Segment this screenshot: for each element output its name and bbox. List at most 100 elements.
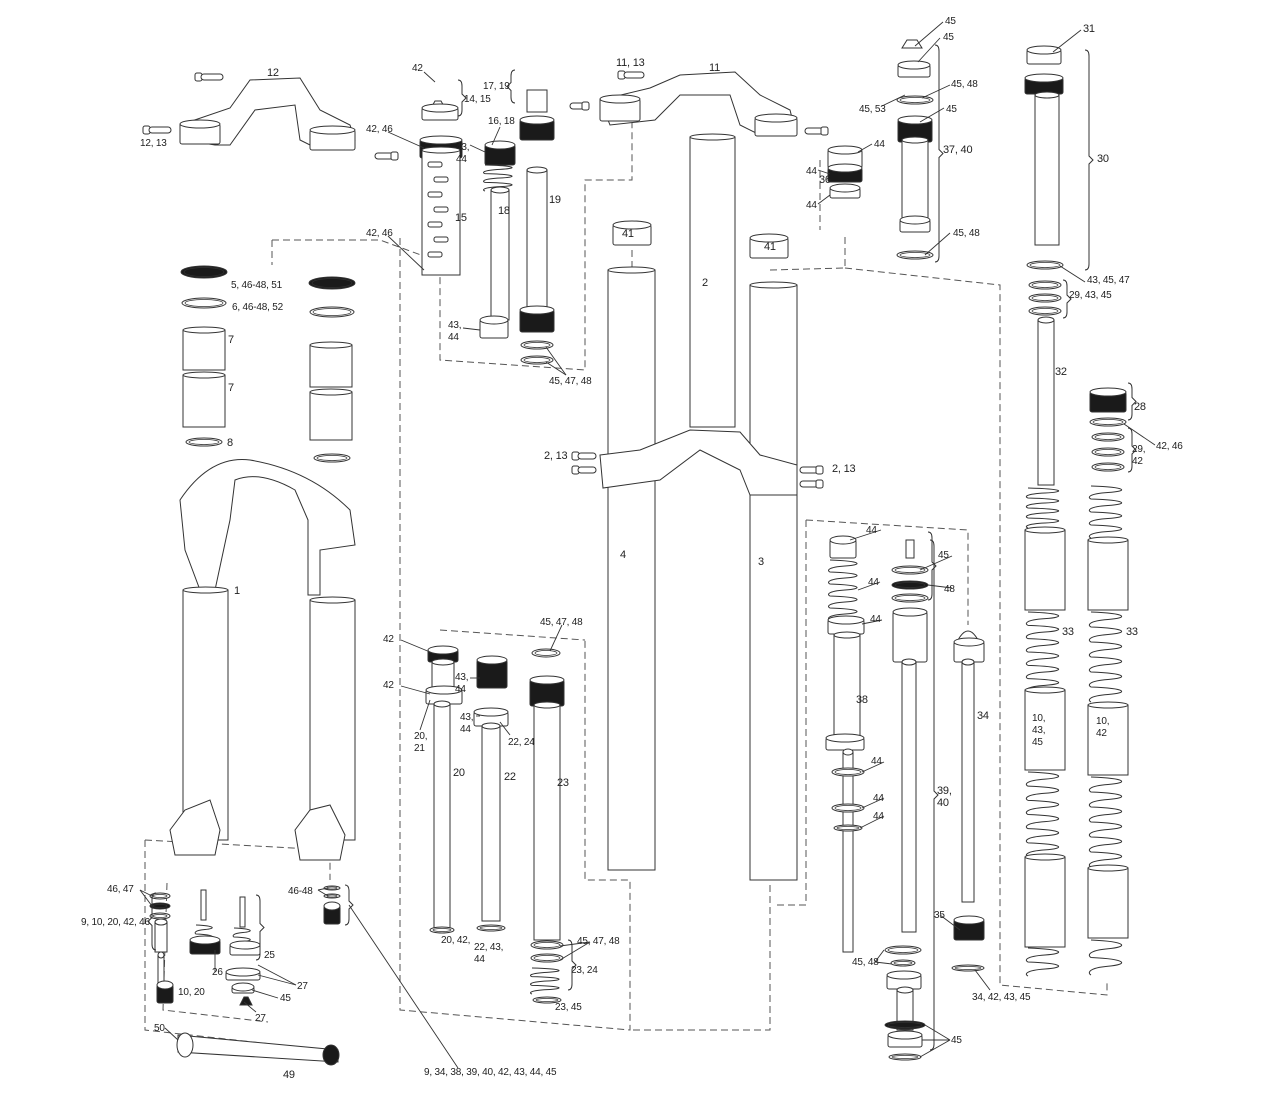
knob-26-top — [189, 935, 221, 945]
label-30: 30 — [1097, 153, 1109, 165]
piston-slot — [433, 236, 449, 243]
leader-line — [919, 555, 953, 571]
dropout-right — [294, 804, 346, 861]
label-service-kit: 9, 34, 38, 39, 40, 42, 43, 44, 45 — [424, 1067, 557, 1078]
seal-6-left — [181, 297, 227, 309]
spring-33a-mid — [1025, 771, 1059, 858]
label-bolts-2-13-left: 2, 13 — [544, 450, 568, 462]
brace-29 — [1062, 279, 1072, 319]
spring-33b — [1088, 611, 1122, 703]
leader-line — [251, 989, 279, 999]
ring-45-48b-inner — [899, 252, 931, 258]
ring-23b-inner — [533, 955, 561, 961]
label-damper-20-21: 20, 21 — [414, 731, 428, 754]
steerer-2-top — [689, 133, 736, 141]
label-10-43-45: 10, 43, 45 — [1032, 713, 1046, 748]
bolt-2-13-b — [571, 465, 597, 475]
rod-32 — [1037, 319, 1055, 486]
ring-45-r2-inner — [894, 582, 926, 588]
spring-33b-bottom — [1088, 939, 1122, 976]
label-bottom-46-47: 46, 47 — [107, 884, 134, 895]
label-right-44f: 44 — [873, 811, 884, 822]
label-31: 31 — [1083, 23, 1095, 35]
rebound-44-collar-top — [827, 615, 865, 625]
label-damper-43-44a: 43, 44 — [455, 672, 469, 695]
cartridge-39-top — [892, 607, 928, 617]
rebound-spring-44 — [828, 559, 858, 621]
leader-line — [874, 949, 885, 963]
brace-25 — [255, 894, 265, 961]
leader-line — [924, 232, 951, 256]
ring-46a-inner — [152, 894, 168, 898]
label-19: 19 — [549, 194, 561, 206]
label-43-45-47: 43, 45, 47 — [1087, 275, 1130, 286]
piston-slot — [433, 206, 449, 213]
label-36-44c: 44 — [806, 200, 817, 211]
leader-line — [317, 889, 329, 897]
cap-17-top — [519, 115, 555, 125]
guide-bottom-right — [630, 885, 771, 1031]
cap-28-top — [1089, 387, 1127, 397]
label-stanchion-4: 4 — [620, 549, 626, 561]
spacer-10f-top — [1087, 864, 1129, 872]
seal-6-right-inner — [312, 308, 352, 316]
spring-33a — [1025, 611, 1059, 693]
shaft-18-top — [490, 186, 510, 194]
cartridge-37 — [901, 139, 929, 221]
label-damper-22-43-44: 22, 43, 44 — [474, 942, 504, 965]
piston-slot — [427, 221, 443, 228]
leader-line — [817, 169, 831, 175]
guide-41b — [769, 235, 846, 271]
leader-lines — [139, 21, 1156, 1069]
leader-line — [243, 1001, 257, 1013]
bolt-2-13-d — [799, 479, 824, 489]
brace-45-48 — [927, 531, 937, 601]
damper-20-shaft — [433, 703, 451, 930]
ring-44e-inner — [834, 805, 862, 811]
spacer-10c-top — [1024, 853, 1066, 861]
leader-line — [914, 21, 944, 47]
label-spacer-41b: 41 — [764, 241, 776, 253]
leader-line — [139, 889, 153, 907]
ring-45-r3-inner — [894, 595, 926, 601]
bolt-head — [581, 101, 590, 111]
label-43-44-a: 43, 44 — [456, 142, 470, 165]
leader-line — [423, 71, 436, 83]
ring-45b-inner — [523, 357, 551, 363]
label-top-37-40: 37, 40 — [943, 144, 973, 156]
label-10-42: 10, 42 — [1096, 716, 1110, 739]
bolt-head — [820, 126, 829, 136]
collar-25-top — [229, 940, 261, 950]
clip-34 — [951, 964, 985, 972]
label-42-46-mid: 42, 46 — [366, 228, 393, 239]
rod-32-top — [1037, 316, 1055, 324]
clip-22-43 — [476, 924, 506, 932]
leader-line — [919, 107, 945, 123]
leader-line — [857, 581, 881, 591]
label-top-45-48b: 45, 48 — [953, 228, 980, 239]
knob-36-base-top — [829, 183, 861, 193]
bolt-2-13-a — [571, 451, 597, 461]
leader-line — [348, 904, 459, 1069]
label-top-45b: 45 — [943, 32, 954, 43]
shaft-30 — [1034, 94, 1060, 246]
label-bottom-46-48: 46-48 — [288, 886, 313, 897]
piston-slot — [427, 191, 443, 198]
bushing-7a-right — [309, 344, 353, 388]
leader-line — [921, 84, 951, 99]
bushing-7a-left — [182, 329, 226, 371]
ring-23a-inner — [533, 942, 561, 948]
label-33a: 33 — [1062, 626, 1074, 638]
dropout-left — [169, 799, 221, 856]
label-crown-lower: 12 — [267, 67, 279, 79]
ring-45-48-small — [890, 959, 916, 967]
leader-line — [861, 797, 885, 809]
label-14-15: 14, 15 — [464, 94, 491, 105]
label-ring-8: 8 — [227, 437, 233, 449]
collar-34-top — [953, 637, 985, 647]
knob-36-top — [827, 145, 863, 155]
leader-line — [919, 1039, 951, 1058]
label-damper-42b: 42 — [383, 680, 394, 691]
bolt-shank — [577, 466, 597, 474]
brace-17-19 — [506, 69, 516, 104]
